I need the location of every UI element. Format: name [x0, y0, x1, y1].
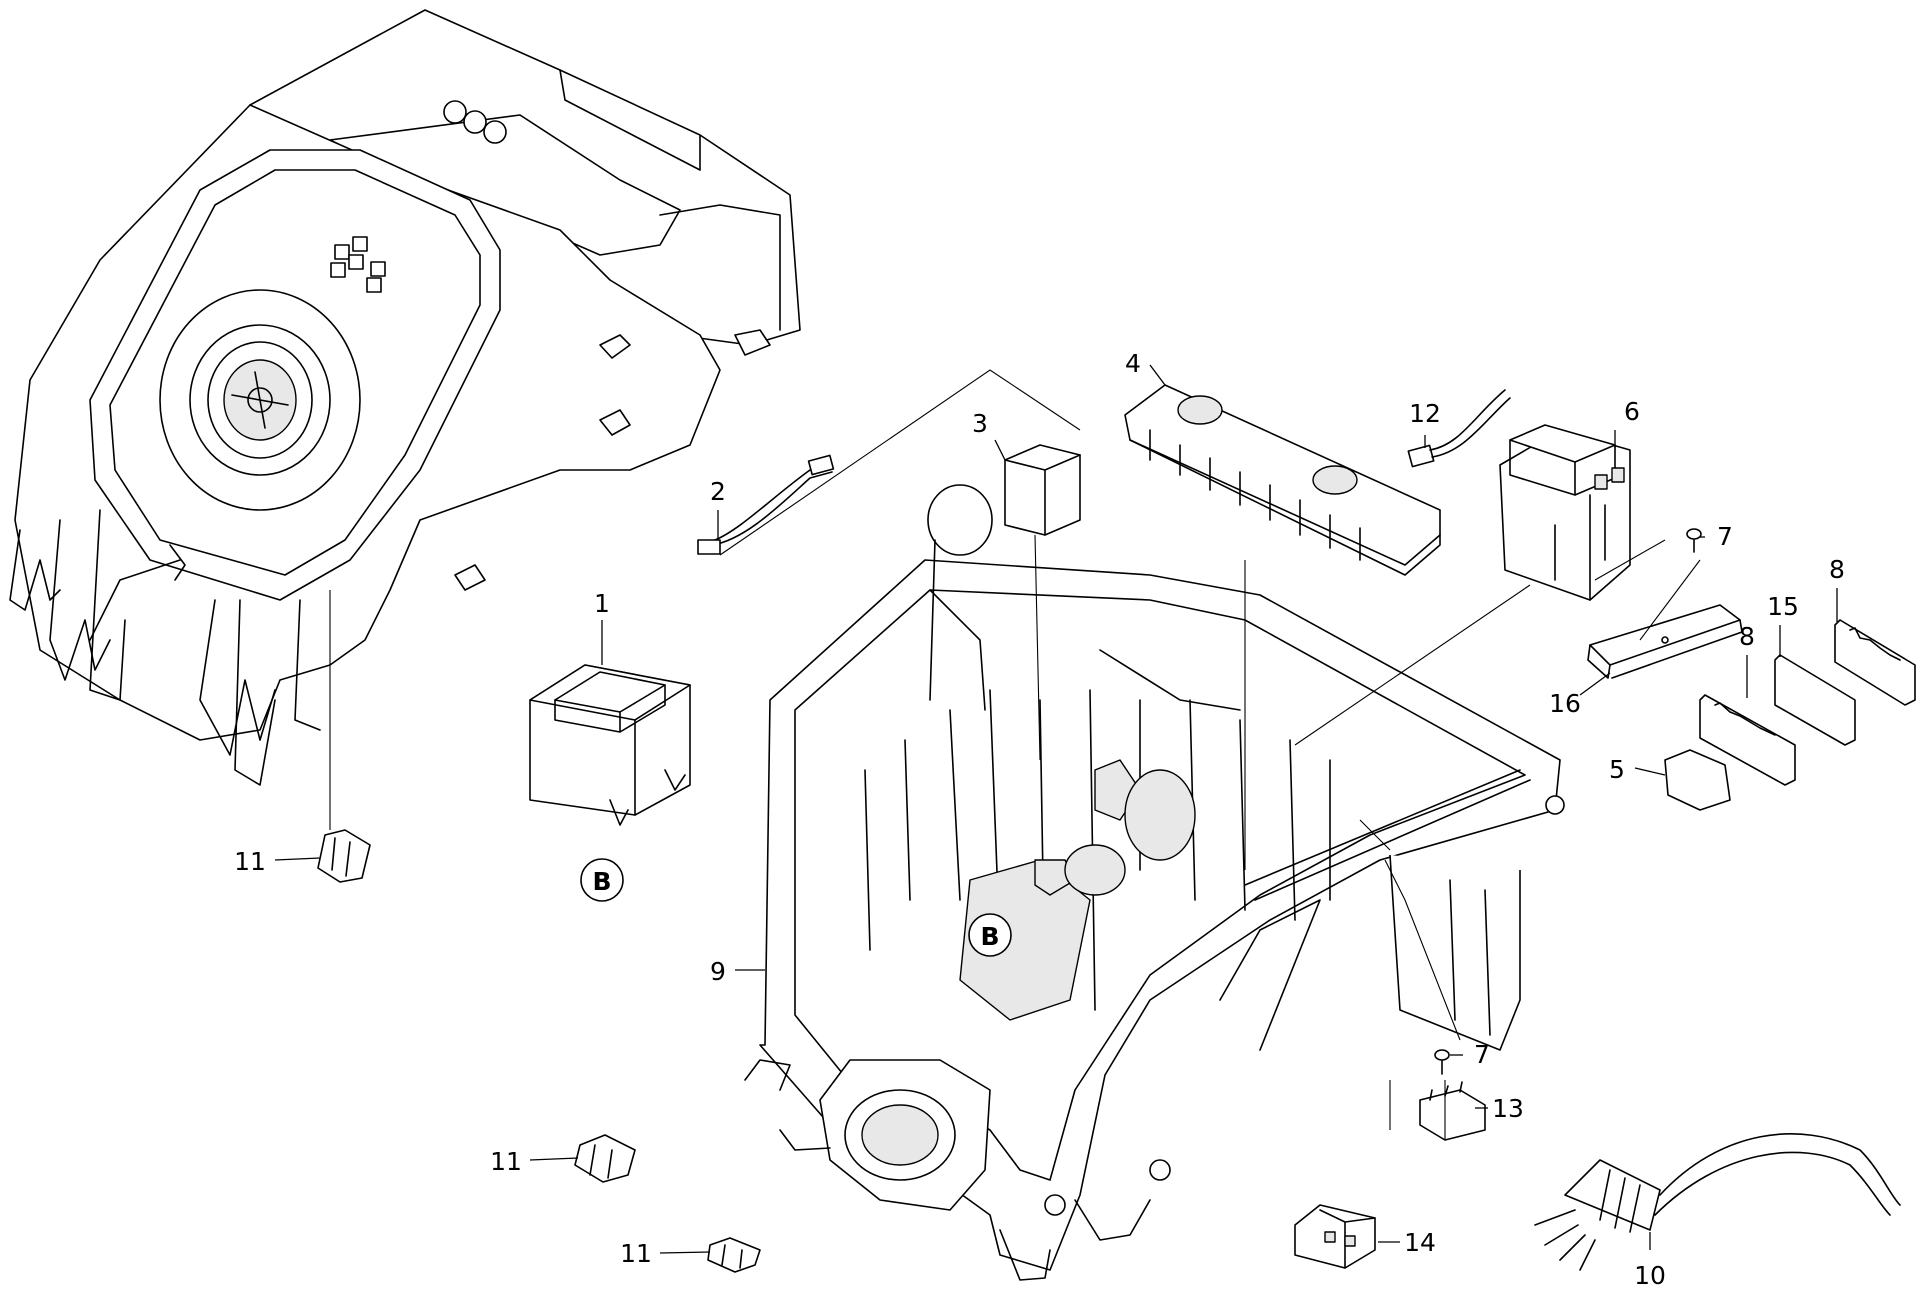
part-contactor: [1499, 424, 1631, 601]
port-ring-icon: [443, 100, 467, 124]
part-screw-upper: [1686, 528, 1702, 553]
leader-lines: [274, 364, 1838, 1254]
callout-12: 12: [1409, 399, 1441, 428]
marker-b-base: B: [968, 913, 1012, 957]
part-terminal-block-8-left: [1699, 694, 1796, 786]
callout-8-left: 8: [1739, 622, 1755, 651]
callout-14: 14: [1404, 1228, 1436, 1257]
part-wire-harness: [697, 454, 835, 555]
marker-b-transformer: B: [580, 858, 624, 902]
callout-4: 4: [1125, 349, 1141, 378]
part-terminal-strip: [1419, 1081, 1486, 1141]
part-clip-middle: [574, 1134, 636, 1183]
callout-11-upper: 11: [234, 847, 266, 876]
callout-7-upper: 7: [1717, 522, 1733, 551]
part-end-plate-15: [1774, 654, 1856, 746]
part-power-cord: [1534, 1133, 1901, 1271]
callout-2: 2: [710, 477, 726, 506]
callout-10: 10: [1634, 1261, 1666, 1290]
part-clip-lower: [707, 1237, 761, 1273]
brand-logo-icon: [330, 236, 386, 293]
base-housing: [744, 559, 1565, 1281]
callout-11-middle: 11: [490, 1147, 522, 1176]
part-sensor-lead: [1407, 389, 1511, 468]
part-screw-lower: [1434, 1049, 1450, 1075]
marker-b-label: B: [980, 922, 999, 951]
port-ring-icon: [463, 110, 487, 134]
part-din-rail: [1587, 604, 1743, 679]
part-plug-connector: [1294, 1204, 1376, 1269]
callout-7-lower: 7: [1474, 1040, 1490, 1069]
callout-11-lower: 11: [620, 1239, 652, 1268]
part-clip-upper: [317, 829, 371, 883]
port-ring-icon: [483, 120, 507, 144]
top-cover-housing: [9, 9, 801, 786]
marker-b-label: B: [592, 867, 611, 896]
callout-13: 13: [1492, 1094, 1524, 1123]
callout-6: 6: [1624, 397, 1640, 426]
callout-9: 9: [710, 957, 726, 986]
part-transformer: [529, 664, 691, 826]
part-end-cap: [1664, 749, 1731, 811]
callout-16: 16: [1549, 689, 1581, 718]
callout-8-right: 8: [1829, 555, 1845, 584]
part-terminal-block-8-right: [1834, 619, 1916, 706]
callout-1: 1: [594, 589, 610, 618]
callout-5: 5: [1609, 755, 1625, 784]
part-circuit-board: [1124, 384, 1441, 576]
callout-15: 15: [1767, 592, 1799, 621]
part-thermostat: [927, 444, 1081, 701]
callout-3: 3: [972, 409, 988, 438]
callout-labels: 1 2 3 4 5 6 7 7 8 8 9 10 11 11 11 12 13 …: [234, 349, 1845, 1290]
